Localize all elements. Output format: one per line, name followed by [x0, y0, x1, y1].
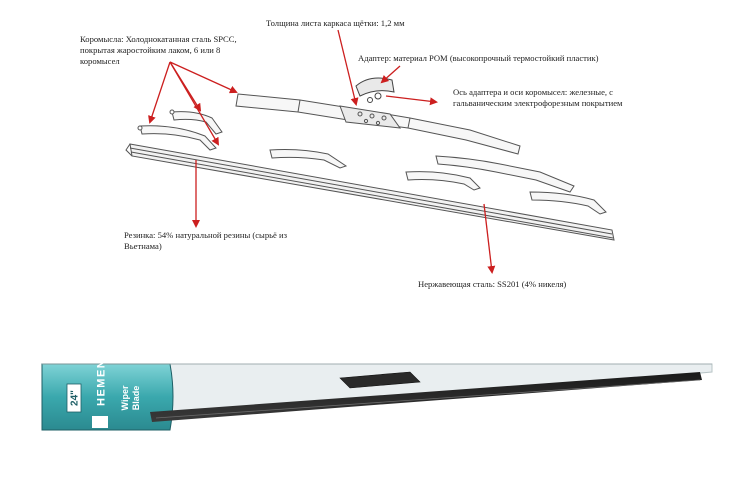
packaged-wiper-blade	[41, 363, 713, 431]
arm-left-upper	[169, 109, 223, 135]
annotation-axis: Ось адаптера и оси коромысел: железные, …	[453, 87, 623, 108]
arm-right-lower	[529, 191, 607, 215]
hemen-logo-icon	[92, 416, 108, 428]
size-label: 24"	[70, 390, 81, 406]
product-line-1: Wiper	[120, 385, 130, 410]
annotation-arrows	[148, 29, 496, 274]
arm-left-lower	[137, 125, 217, 151]
annotation-frame-thickness: Толщина листа каркаса щётки: 1,2 мм	[266, 18, 405, 28]
annotation-rubber: Резинка: 54% натуральной резины (сырьё и…	[124, 230, 287, 251]
product-line-2: Blade	[131, 386, 141, 411]
annotation-wiper-arms: Коромысла: Холоднокатанная сталь SPCC, п…	[80, 34, 237, 66]
annotation-adapter: Адаптер: материал POM (высокопрочный тер…	[358, 53, 599, 63]
arm-right-upper	[435, 155, 575, 193]
main-frame	[235, 93, 521, 155]
size-badge	[66, 383, 82, 413]
rubber-rail	[125, 143, 615, 241]
annotation-steel: Нержавеющая сталь: SS201 (4% никеля)	[418, 279, 567, 289]
arm-right-middle	[405, 171, 481, 191]
arm-center-small	[269, 149, 348, 169]
brand-name: HEMEN	[96, 359, 108, 406]
